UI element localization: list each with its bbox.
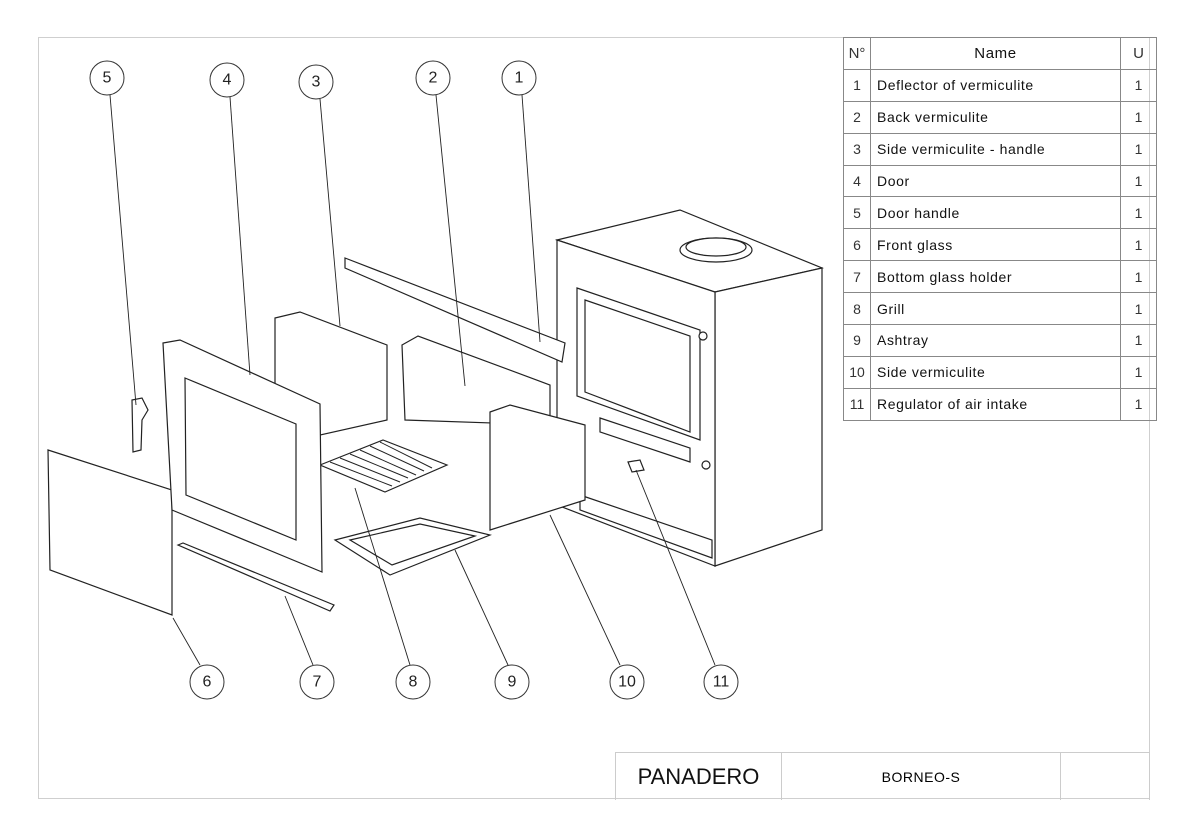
header-number: N° [843,37,871,70]
row-name: Ashtray [870,324,1121,357]
row-units: 1 [1120,228,1157,262]
balloon-8[interactable]: 8 [395,664,431,700]
svg-text:11: 11 [713,674,730,691]
part-bottom-glass-holder [176,542,335,612]
part-door [162,339,323,573]
row-units: 1 [1120,164,1157,198]
row-name: Deflector of vermiculite [870,68,1121,102]
row-units: 1 [1120,260,1157,294]
part-back-vermiculite [401,335,551,426]
balloon-5[interactable]: 5 [89,60,125,96]
row-units: 1 [1120,100,1157,134]
row-units: 1 [1120,292,1157,326]
row-units: 1 [1120,68,1157,102]
svg-text:3: 3 [312,74,321,91]
part-air-regulator [627,459,645,473]
brand-name: PANADERO [615,753,781,800]
balloon-3[interactable]: 3 [298,64,334,100]
svg-text:7: 7 [313,674,322,691]
balloon-6[interactable]: 6 [189,664,225,700]
row-name: Side vermiculite - handle [870,132,1121,166]
row-number: 7 [843,260,871,294]
part-front-glass [47,449,173,616]
model-name: BORNEO-S [781,753,1060,800]
svg-text:9: 9 [508,674,517,691]
row-name: Front glass [870,228,1121,262]
row-number: 5 [843,196,871,230]
row-number: 11 [843,387,871,421]
svg-text:6: 6 [203,674,212,691]
row-name: Regulator of air intake [870,387,1121,421]
row-name: Bottom glass holder [870,260,1121,294]
row-units: 1 [1120,132,1157,166]
part-ashtray [333,517,492,576]
part-deflector [344,257,566,363]
header-name: Name [870,37,1121,70]
row-number: 10 [843,355,871,389]
row-number: 4 [843,164,871,198]
svg-text:5: 5 [103,70,112,87]
bom-header: N° Name U [843,37,1157,70]
part-side-vermiculite [489,404,586,531]
balloon-10[interactable]: 10 [609,664,645,700]
svg-text:8: 8 [409,674,418,691]
balloon-11[interactable]: 11 [703,664,739,700]
row-number: 1 [843,68,871,102]
row-number: 8 [843,292,871,326]
balloon-7[interactable]: 7 [299,664,335,700]
title-block-empty-cell [1060,753,1150,800]
row-name: Door [870,164,1121,198]
row-name: Back vermiculite [870,100,1121,134]
header-units: U [1120,37,1157,70]
part-door-handle [131,397,149,453]
row-number: 3 [843,132,871,166]
balloon-2[interactable]: 2 [415,60,451,96]
row-name: Door handle [870,196,1121,230]
leader-lines [109,94,716,666]
balloon-1[interactable]: 1 [501,60,537,96]
row-number: 6 [843,228,871,262]
row-units: 1 [1120,355,1157,389]
stove-body [554,209,824,567]
row-name: Side vermiculite [870,355,1121,389]
title-block: PANADERO BORNEO-S [615,752,1150,800]
row-units: 1 [1120,387,1157,421]
balloon-4[interactable]: 4 [209,62,245,98]
row-number: 9 [843,324,871,357]
svg-text:4: 4 [223,72,232,89]
svg-text:2: 2 [429,70,438,87]
balloon-9[interactable]: 9 [494,664,530,700]
svg-text:1: 1 [515,70,524,87]
row-number: 2 [843,100,871,134]
svg-text:10: 10 [618,674,636,691]
row-units: 1 [1120,196,1157,230]
row-units: 1 [1120,324,1157,357]
part-grill [318,439,449,493]
row-name: Grill [870,292,1121,326]
